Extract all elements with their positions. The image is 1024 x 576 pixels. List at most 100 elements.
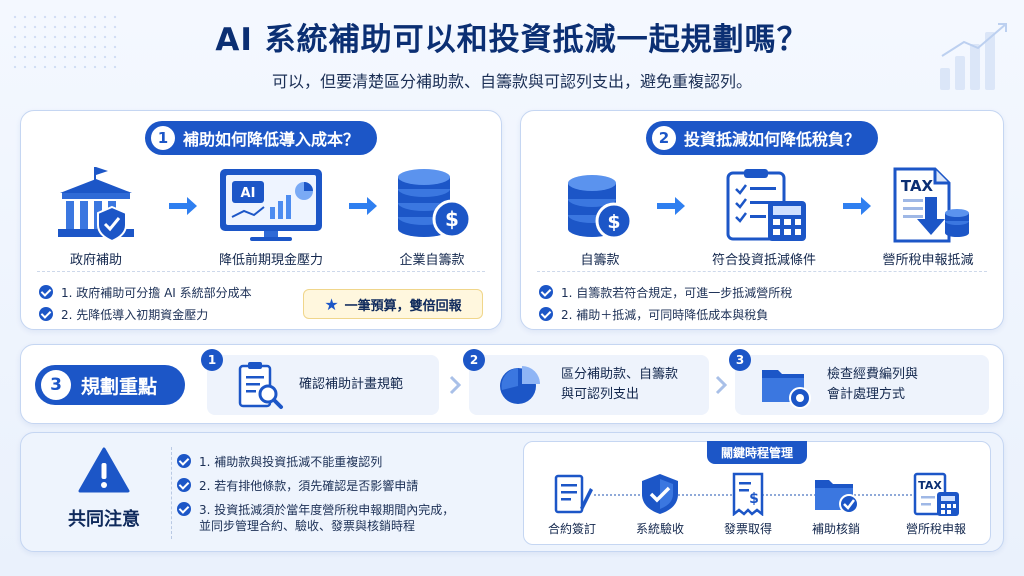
timeline-label: 補助核銷	[811, 522, 860, 536]
flow-node-self-funding: $ 企業自籌款	[367, 167, 497, 268]
svg-text:$: $	[445, 207, 459, 231]
divider	[171, 447, 172, 539]
coin-stack-icon: $	[535, 167, 665, 243]
section-common-notes: 共同注意 1. 補助款與投資抵減不能重複認列 2. 若有排他條款，須先確認是否影…	[20, 432, 1004, 552]
warning-block: 共同注意	[49, 447, 159, 531]
notes-title: 共同注意	[68, 509, 140, 530]
list-item-continuation: 並同步管理合約、驗收、發票與核銷時程	[199, 519, 416, 533]
flow-label: 降低前期現金壓力	[218, 253, 323, 268]
list-item: 1. 自籌款若符合規定，可進一步抵減營所稅	[539, 281, 792, 303]
invoice-icon: $	[708, 472, 788, 516]
tax-flow: $ 自籌款 符合投資抵減條件	[521, 167, 1003, 268]
section-subsidy-heading: 1 補助如何降低導入成本？	[144, 121, 378, 155]
timeline-panel: 關鍵時程管理 合約簽訂 系統驗收 $ 發票取得 補助核銷	[523, 441, 991, 545]
step-text: 檢查經費編列與 會計處理方式	[827, 367, 919, 402]
section-number: 3	[41, 370, 71, 400]
tax-document-icon: TAX	[863, 167, 993, 243]
planning-step: 2 區分補助款、自籌款 與可認列支出	[463, 349, 709, 415]
folder-gear-icon	[759, 360, 815, 410]
list-item: 1. 政府補助可分擔 AI 系統部分成本	[39, 281, 252, 303]
callout-badge: ★ 一筆預算，雙倍回報	[303, 289, 483, 319]
section-subsidy: 1 補助如何降低導入成本？ 政府補助	[20, 110, 502, 330]
check-icon	[177, 478, 191, 492]
chevron-right-icon	[449, 375, 461, 395]
section-planning-heading: 3 規劃重點	[35, 365, 185, 405]
flow-label: 營所稅申報抵減	[882, 253, 974, 268]
arrow-right-icon	[169, 197, 197, 215]
decorative-dots	[10, 12, 120, 72]
clipboard-search-icon	[231, 360, 287, 410]
svg-text:$: $	[749, 491, 759, 507]
shield-check-icon	[620, 472, 700, 516]
page-subtitle: 可以，但要清楚區分補助款、自籌款與可認列支出，避免重複認列。	[271, 72, 752, 91]
flow-node-tax-filing: TAX 營所稅申報抵減	[863, 167, 993, 268]
screen-text: AI	[241, 186, 256, 201]
tax-label: TAX	[901, 177, 934, 195]
section-tax-heading: 2 投資抵減如何降低稅負？	[645, 121, 879, 155]
folder-check-icon	[796, 472, 876, 516]
check-icon	[39, 285, 53, 299]
flow-node-eligibility: 符合投資抵減條件	[689, 167, 839, 268]
check-icon	[539, 307, 553, 321]
timeline-item: TAX 營所稅申報	[888, 472, 984, 537]
section-number: 2	[651, 126, 676, 150]
flow-label: 企業自籌款	[399, 253, 465, 268]
page-title: AI 系統補助可以和投資抵減一起規劃嗎？	[215, 22, 809, 58]
tax-label: TAX	[918, 479, 942, 492]
planning-step: 3 檢查經費編列與 會計處理方式	[729, 349, 989, 415]
step-number: 3	[729, 349, 751, 371]
timeline-item: 系統驗收	[620, 472, 700, 537]
flow-node-self-funding: $ 自籌款	[535, 167, 665, 268]
tax-calculator-icon: TAX	[888, 472, 984, 516]
timeline-item: 補助核銷	[796, 472, 876, 537]
step-text: 區分補助款、自籌款 與可認列支出	[561, 367, 679, 402]
timeline-label: 發票取得	[723, 522, 772, 536]
timeline-label: 合約簽訂	[547, 522, 596, 536]
divider	[537, 271, 987, 272]
chevron-right-icon	[715, 375, 727, 395]
subsidy-bullets: 1. 政府補助可分擔 AI 系統部分成本 2. 先降低導入初期資金壓力	[39, 281, 252, 325]
list-item: 1. 補助款與投資抵減不能重複認列	[177, 449, 454, 473]
step-number: 2	[463, 349, 485, 371]
tax-bullets: 1. 自籌款若符合規定，可進一步抵減營所稅 2. 補助＋抵減，可同時降低成本與稅…	[539, 281, 792, 325]
ai-monitor-icon: AI	[201, 167, 341, 243]
checklist-calculator-icon	[689, 167, 839, 243]
step-number: 1	[201, 349, 223, 371]
flow-node-cash-pressure: AI 降低前期現金壓力	[201, 167, 341, 268]
section-number: 1	[150, 126, 175, 150]
section-title: 投資抵減如何降低稅負？	[683, 130, 861, 149]
coin-stack-icon: $	[367, 167, 497, 243]
pie-chart-icon	[493, 360, 549, 410]
notes-list: 1. 補助款與投資抵減不能重複認列 2. 若有排他條款，須先確認是否影響申請 3…	[177, 449, 454, 535]
decorative-chart-bars	[940, 20, 1010, 90]
list-item: 2. 補助＋抵減，可同時降低成本與稅負	[539, 303, 792, 325]
arrow-right-icon	[349, 197, 377, 215]
timeline-label: 系統驗收	[635, 522, 684, 536]
arrow-right-icon	[657, 197, 685, 215]
svg-text:$: $	[607, 211, 620, 233]
list-item: 2. 若有排他條款，須先確認是否影響申請	[177, 473, 454, 497]
check-icon	[39, 307, 53, 321]
contract-pen-icon	[532, 472, 612, 516]
section-title: 規劃重點	[81, 375, 158, 398]
government-building-icon	[31, 167, 161, 243]
star-icon: ★	[324, 294, 339, 314]
timeline-title: 關鍵時程管理	[706, 441, 808, 464]
step-text: 確認補助計畫規範	[299, 377, 404, 392]
section-title: 補助如何降低導入成本？	[182, 130, 360, 149]
timeline-item: $ 發票取得	[708, 472, 788, 537]
subsidy-flow: 政府補助 AI 降低前期現金壓力	[21, 167, 501, 268]
list-item: 2. 先降低導入初期資金壓力	[39, 303, 252, 325]
timeline-item: 合約簽訂	[532, 472, 612, 537]
flow-node-government: 政府補助	[31, 167, 161, 268]
check-icon	[177, 502, 191, 516]
timeline-label: 營所稅申報	[905, 522, 966, 536]
check-icon	[539, 285, 553, 299]
flow-label: 政府補助	[69, 253, 122, 268]
flow-label: 符合投資抵減條件	[711, 253, 816, 268]
planning-step: 1 確認補助計畫規範	[201, 349, 439, 415]
arrow-right-icon	[843, 197, 871, 215]
check-icon	[177, 454, 191, 468]
section-planning: 3 規劃重點 1 確認補助計畫規範 2	[20, 344, 1004, 424]
warning-icon	[78, 447, 130, 493]
